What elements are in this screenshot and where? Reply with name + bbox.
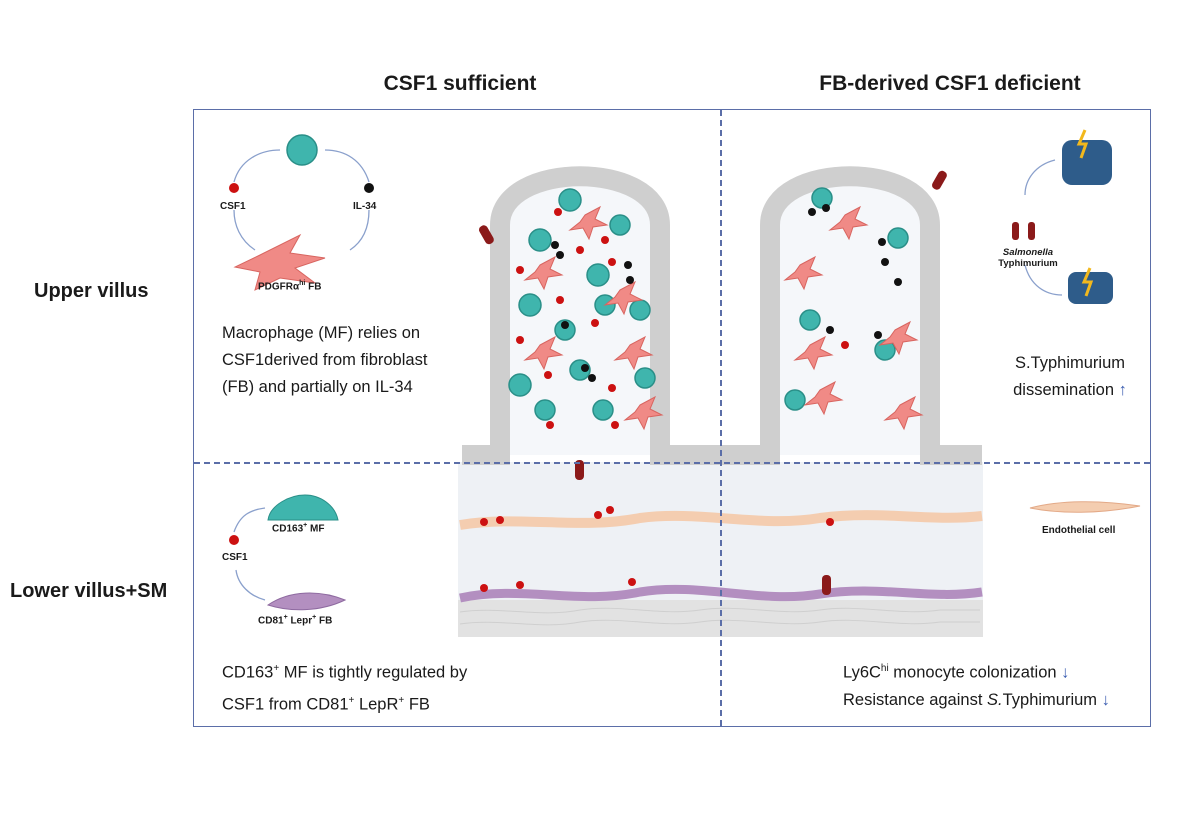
macrophages-left — [508, 188, 656, 421]
arrow-csf1-to-mf — [233, 149, 281, 183]
header-csf1-sufficient: CSF1 sufficient — [383, 72, 537, 95]
fibroblasts — [523, 205, 924, 431]
pdgfra-fb-label: PDGFRαhi FB — [258, 280, 322, 293]
row-label-lower-villus-sm: Lower villus+SM — [10, 580, 168, 602]
il34-dot-icon — [364, 183, 374, 193]
salmonella-label: Salmonella Typhimurium — [998, 247, 1058, 269]
upper-right-description: S.Typhimurium dissemination ↑ — [1013, 354, 1127, 399]
cd163-mf-label: CD163+ MF — [272, 522, 325, 535]
csf1-dots — [480, 208, 849, 592]
down-arrow-icon: ↓ — [1061, 663, 1070, 682]
csf1-label-lower: CSF1 — [222, 552, 248, 563]
cd81-lepr-fb-label: CD81+ Lepr+ FB — [258, 614, 333, 627]
il34-label: IL-34 — [353, 201, 377, 212]
arrow-fb-to-il34 — [349, 209, 370, 251]
header-fb-csf1-deficient: FB-derived CSF1 deficient — [819, 72, 1081, 95]
horizontal-divider — [194, 462, 1150, 464]
il34-dots — [551, 204, 902, 382]
macrophages-right — [784, 187, 909, 411]
pdgfra-fb-icon — [233, 233, 326, 291]
lower-right-description: Ly6Chi monocyte colonization ↓ Resistanc… — [843, 663, 1110, 709]
arrow-fb-to-csf1 — [233, 209, 256, 251]
cd163-mf-icon — [267, 494, 339, 521]
csf1-dot-icon — [229, 183, 239, 193]
cd81-fb-layer — [459, 584, 983, 603]
csf1-label-upper: CSF1 — [220, 201, 246, 212]
intestine-icon — [1062, 140, 1112, 185]
csf1-dot-lower-icon — [229, 535, 239, 545]
arrow-il34-to-mf — [324, 149, 370, 183]
liver-icon — [1068, 272, 1113, 304]
endothelial-vessel — [459, 510, 983, 530]
down-arrow-icon-2: ↓ — [1101, 690, 1110, 709]
endothelial-cell-icon — [1029, 501, 1141, 513]
cd81-lepr-fb-icon — [266, 592, 347, 611]
macrophage-icon — [286, 134, 318, 166]
vertical-divider — [720, 110, 722, 726]
arrow-gut-to-salmonella — [1024, 159, 1056, 196]
lower-left-description: CD163+ MF is tightly regulated by CSF1 f… — [222, 663, 468, 713]
upper-left-description: Macrophage (MF) relies on CSF1derived fr… — [222, 324, 428, 396]
diagram-frame — [193, 109, 1151, 727]
bacteria — [478, 170, 947, 595]
row-label-upper-villus: Upper villus — [34, 280, 149, 302]
villus-right — [720, 166, 982, 465]
up-arrow-icon: ↑ — [1118, 381, 1127, 399]
endothelial-cell-label: Endothelial cell — [1042, 525, 1116, 536]
arrow-salmonella-to-liver — [1024, 264, 1063, 296]
